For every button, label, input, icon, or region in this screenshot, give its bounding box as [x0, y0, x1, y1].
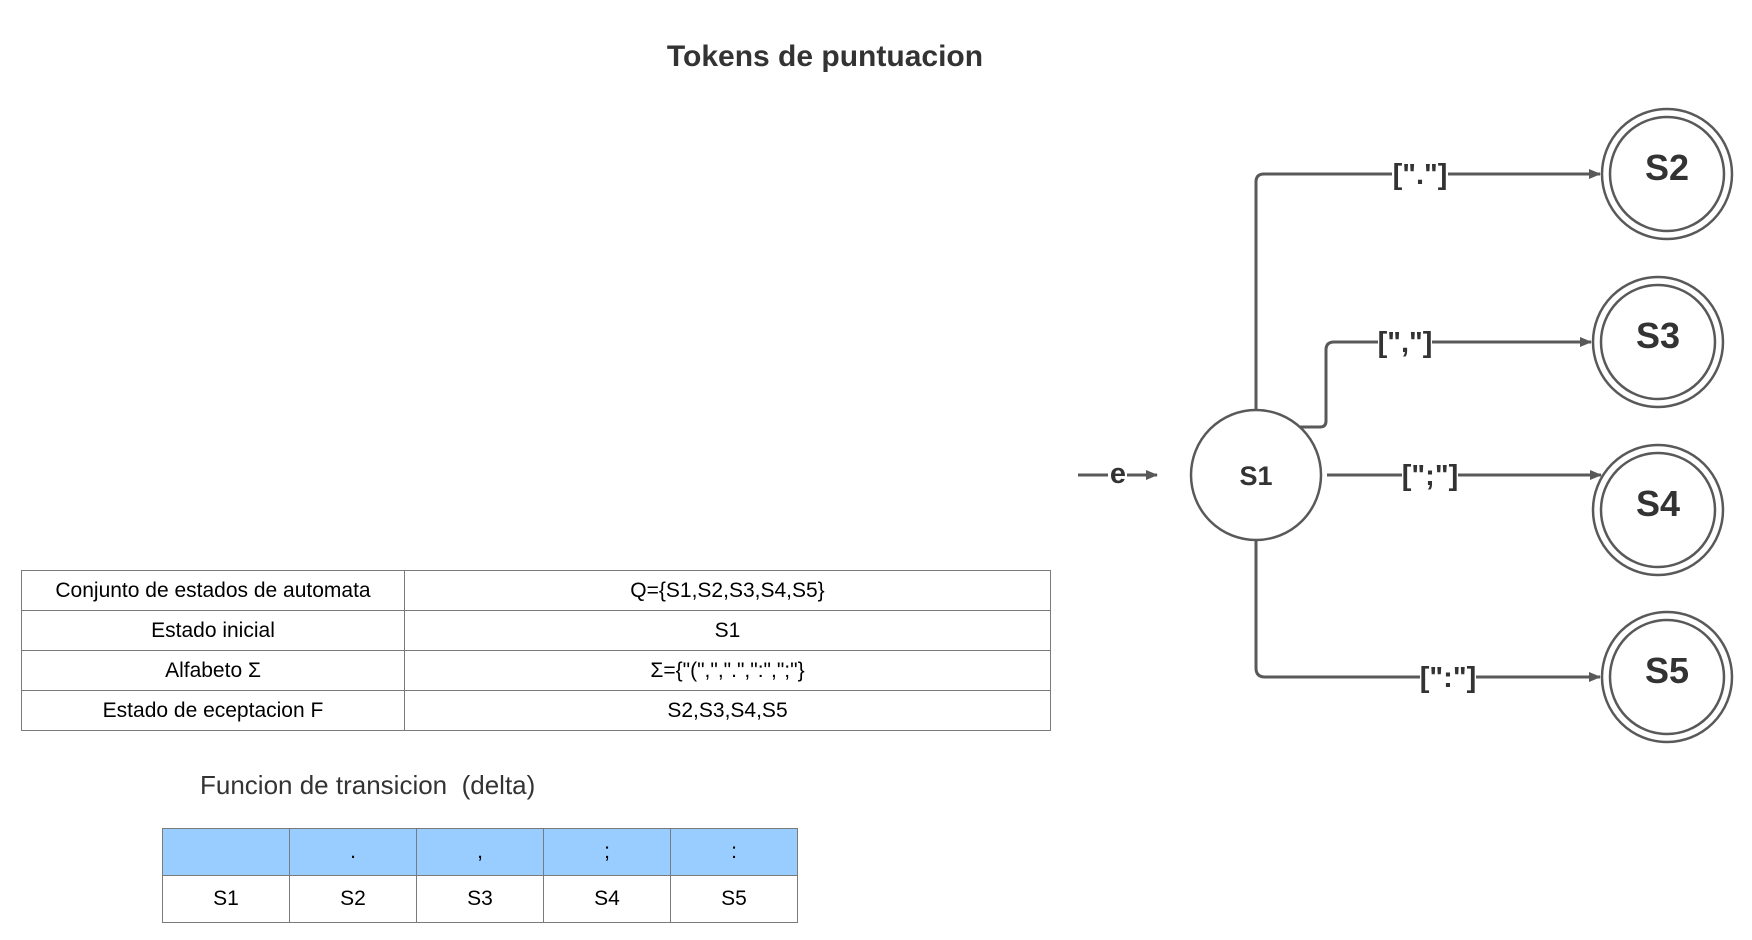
accepting-states-label: Estado de eceptacion F	[21, 690, 405, 731]
table-row: Alfabeto Σ Σ={"(",",".",":",";"}	[21, 650, 1051, 691]
header-cell-period: .	[289, 828, 417, 876]
automaton-definition-table: Conjunto de estados de automata Q={S1,S2…	[21, 570, 1051, 731]
states-set-label: Conjunto de estados de automata	[21, 570, 405, 611]
state-s1-label: S1	[1239, 461, 1272, 491]
row-cell-comma-target: S3	[416, 875, 544, 923]
state-s4: S4	[1591, 443, 1725, 577]
header-cell-empty	[162, 828, 290, 876]
state-s1: S1	[1189, 408, 1323, 542]
page-title: Tokens de puntuacion	[666, 40, 984, 73]
table-row: Conjunto de estados de automata Q={S1,S2…	[21, 570, 1051, 611]
edge-s1-s3: [","]	[1299, 327, 1592, 429]
state-s5: S5	[1600, 610, 1734, 744]
row-cell-colon-target: S5	[670, 875, 798, 923]
state-s2: S2	[1600, 107, 1734, 241]
edge-s1-s4: [";"]	[1327, 460, 1602, 492]
header-cell-semicolon: ;	[543, 828, 671, 876]
edge-s1-s2: ["."]	[1254, 159, 1601, 409]
edge-label-comma: [","]	[1378, 327, 1433, 359]
initial-state-label: Estado inicial	[21, 610, 405, 651]
start-arrow-label: e	[1110, 458, 1126, 490]
edge-label-semicolon: [";"]	[1402, 460, 1458, 492]
header-cell-comma: ,	[416, 828, 544, 876]
accepting-states-value: S2,S3,S4,S5	[404, 690, 1051, 731]
state-s3: S3	[1591, 275, 1725, 409]
alphabet-label: Alfabeto Σ	[21, 650, 405, 691]
alphabet-value: Σ={"(",",".",":",";"}	[404, 650, 1051, 691]
transition-function-title: Funcion de transicion (delta)	[200, 770, 536, 800]
state-s3-label: S3	[1636, 315, 1680, 356]
edge-label-colon: [":"]	[1420, 662, 1476, 694]
header-cell-colon: :	[670, 828, 798, 876]
table-row: S1 S2 S3 S4 S5	[162, 875, 798, 923]
state-s2-label: S2	[1645, 147, 1689, 188]
edge-s1-s5: [":"]	[1254, 541, 1601, 694]
table-header-row: . , ; :	[162, 828, 798, 876]
transition-function-table: . , ; : S1 S2 S3 S4 S5	[162, 828, 798, 923]
row-cell-source-state: S1	[162, 875, 290, 923]
state-s5-label: S5	[1645, 650, 1689, 691]
row-cell-period-target: S2	[289, 875, 417, 923]
state-s4-label: S4	[1636, 483, 1680, 524]
edge-label-period: ["."]	[1393, 159, 1448, 191]
states-set-value: Q={S1,S2,S3,S4,S5}	[404, 570, 1051, 611]
start-arrow: e	[1078, 458, 1158, 490]
table-row: Estado de eceptacion F S2,S3,S4,S5	[21, 690, 1051, 731]
